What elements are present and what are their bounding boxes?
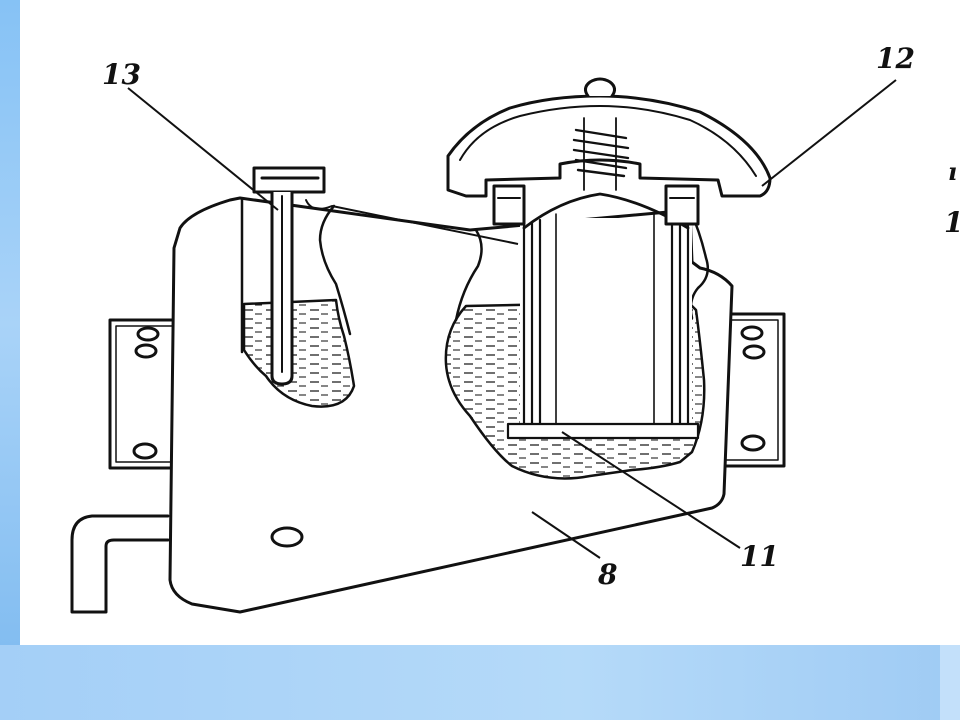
left-accent-band (0, 0, 20, 720)
leader-11 (561, 431, 741, 549)
right-mounting-bracket (716, 312, 786, 468)
leader-13 (127, 87, 279, 211)
label-12: 12 (876, 42, 915, 75)
bottom-accent-band (0, 645, 960, 720)
leader-8 (531, 511, 601, 559)
filter-cap (446, 77, 772, 226)
bottom-accent-corner (940, 645, 960, 720)
drain-hole (270, 526, 304, 548)
cut-off-mark-b: 1 (944, 206, 960, 239)
label-8: 8 (597, 558, 617, 591)
tank-drawing (70, 77, 786, 614)
label-13: 13 (102, 58, 141, 91)
left-cutaway-wall (240, 198, 352, 354)
leader-13-extension (331, 205, 519, 245)
filter-element (506, 192, 700, 440)
label-11: 11 (740, 540, 779, 573)
left-mounting-bracket (108, 318, 180, 470)
callout-leaders (127, 79, 897, 559)
leader-12 (761, 79, 897, 187)
content-panel-edge (940, 0, 960, 645)
cut-off-mark-a: ı (948, 157, 957, 186)
dipstick-tube (252, 166, 326, 386)
outlet-pipe (70, 514, 170, 614)
